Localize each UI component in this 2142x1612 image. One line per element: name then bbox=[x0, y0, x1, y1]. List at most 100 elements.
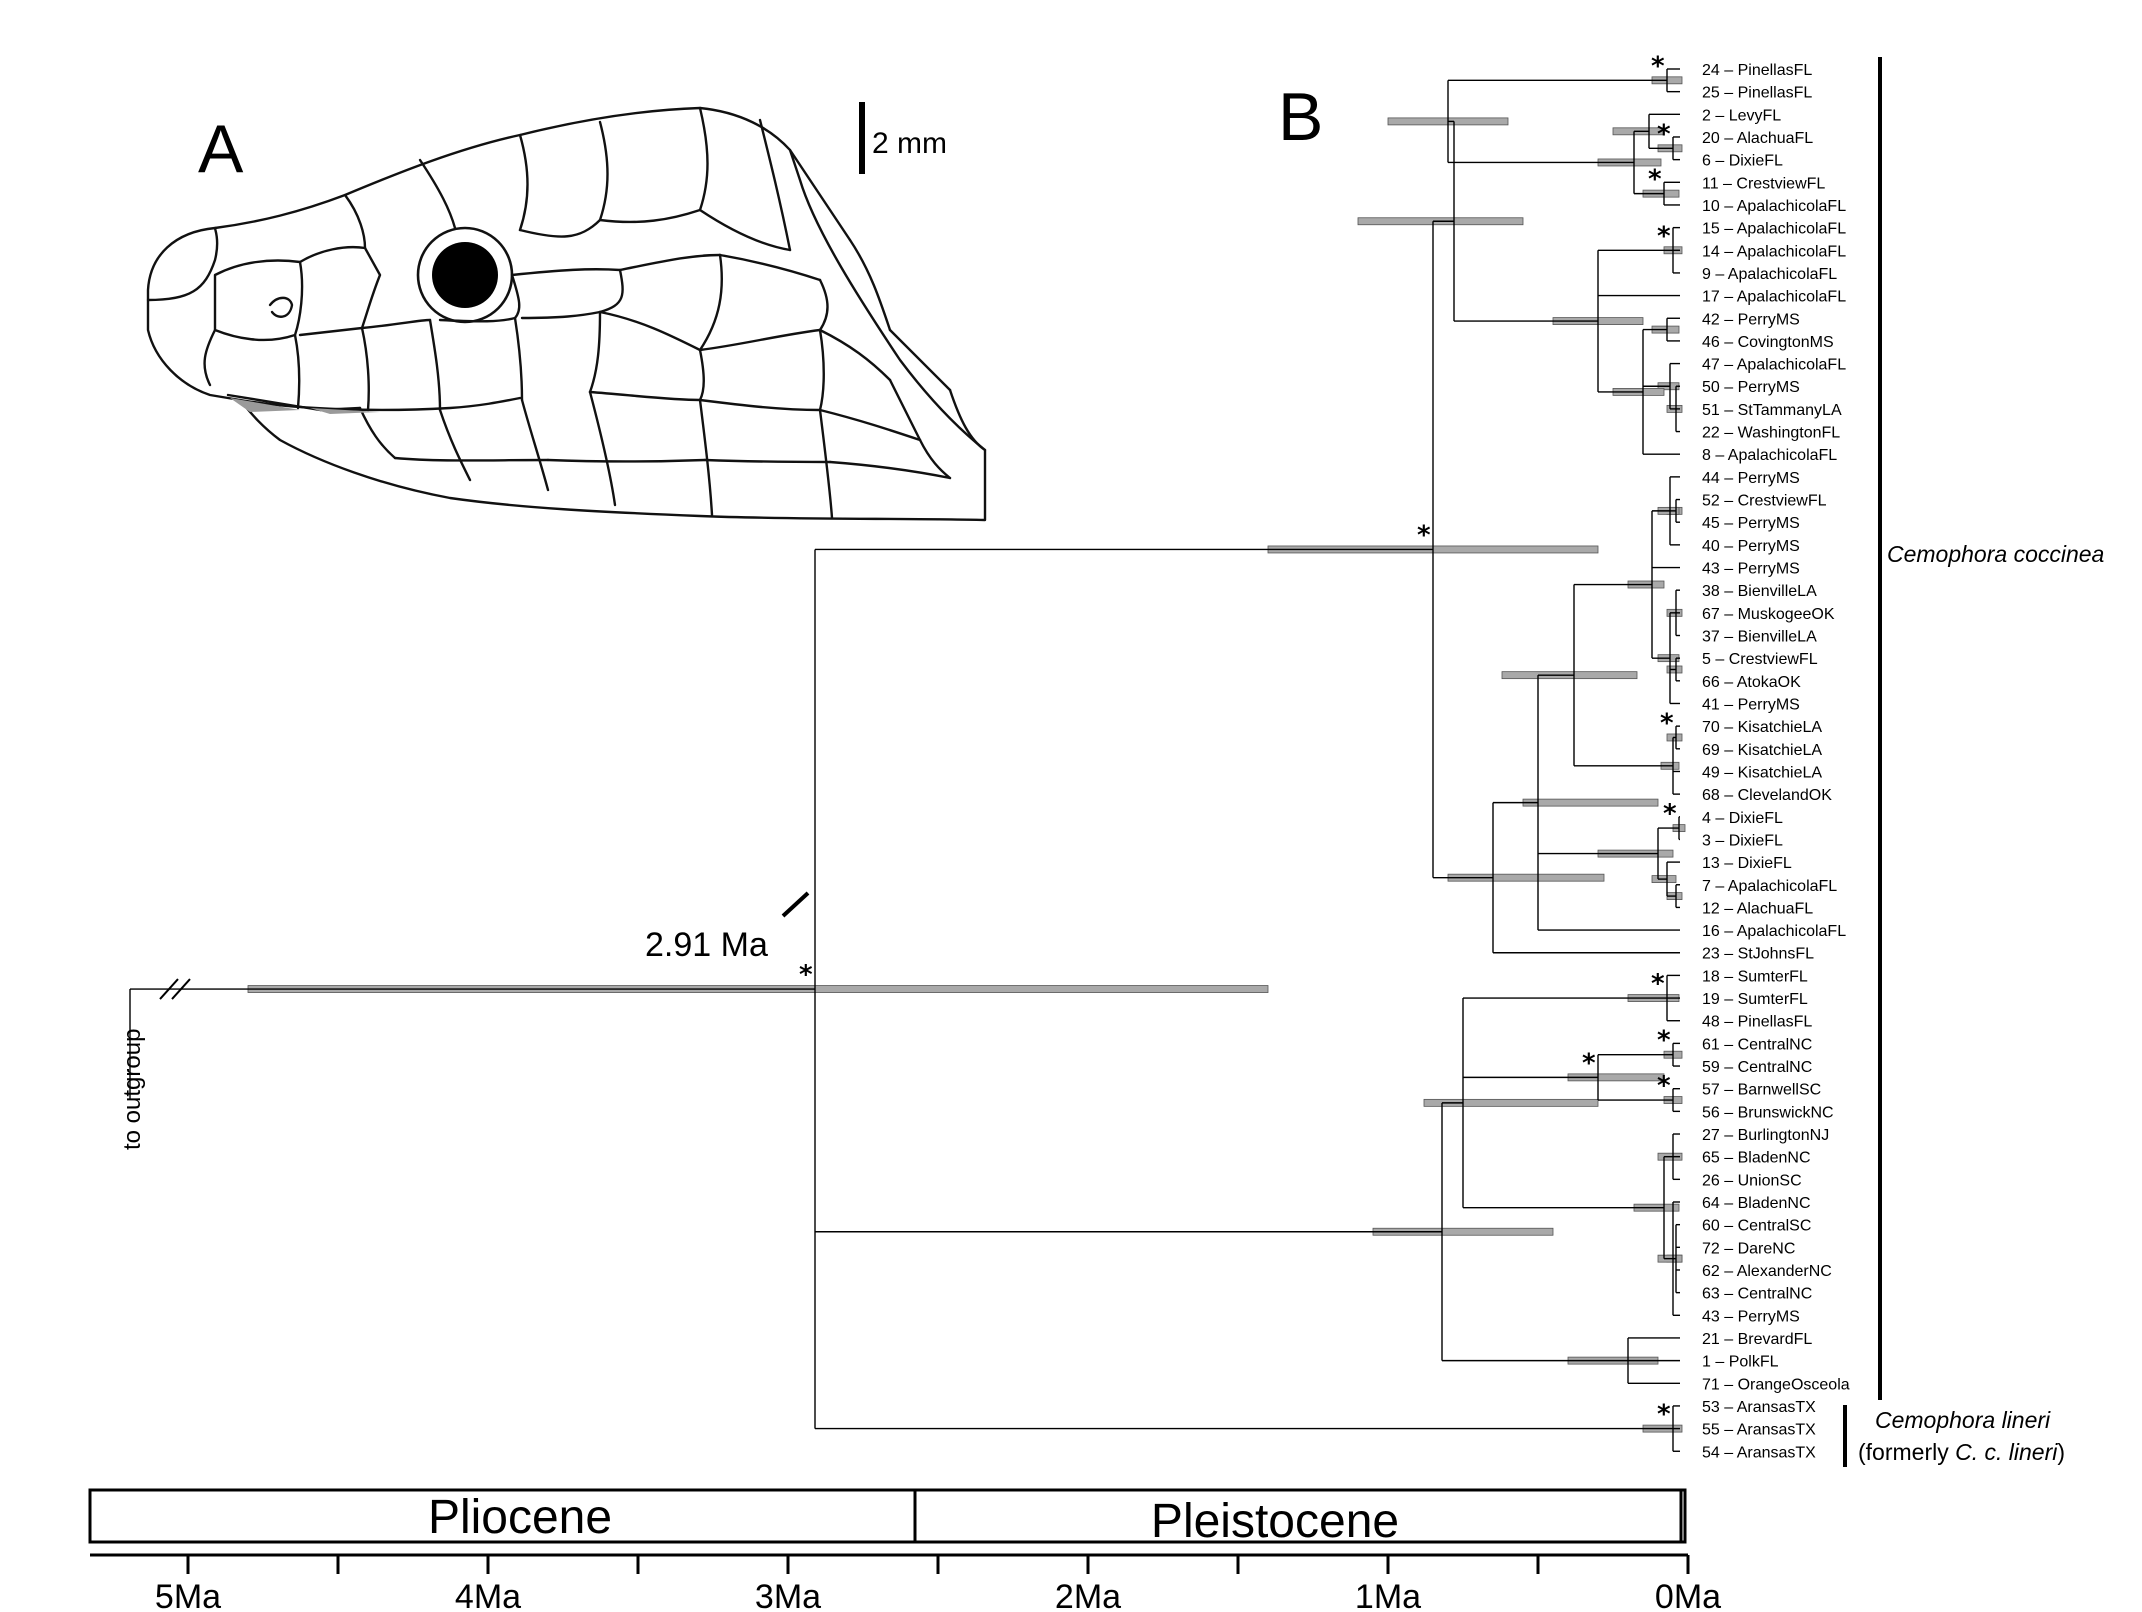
tip-label: 60 – CentralSC bbox=[1702, 1218, 1811, 1235]
tip-label: 5 – CrestviewFL bbox=[1702, 651, 1818, 668]
support-star: * bbox=[1657, 1400, 1671, 1430]
tip-label: 68 – ClevelandOK bbox=[1702, 787, 1832, 804]
axis-break-mark bbox=[171, 978, 191, 1000]
tip-label: 55 – AransasTX bbox=[1702, 1422, 1816, 1439]
tip-label: 67 – MuskogeeOK bbox=[1702, 606, 1835, 623]
timescale-box bbox=[88, 1488, 1687, 1544]
tip-label: 56 – BrunswickNC bbox=[1702, 1104, 1834, 1121]
tip-label: 61 – CentralNC bbox=[1702, 1036, 1812, 1053]
tip-label: 43 – PerryMS bbox=[1702, 1308, 1800, 1325]
axis-tick-label: 0Ma bbox=[1655, 1578, 1721, 1612]
tip-label: 44 – PerryMS bbox=[1702, 470, 1800, 487]
axis-tick-label: 4Ma bbox=[455, 1578, 521, 1612]
tip-label: 52 – CrestviewFL bbox=[1702, 493, 1827, 510]
snake-head-illustration: A 2 mm bbox=[146, 102, 987, 522]
lineri-label: Cemophora lineri bbox=[1875, 1407, 2051, 1433]
support-star: * bbox=[1651, 969, 1665, 999]
tip-label: 11 – CrestviewFL bbox=[1702, 175, 1825, 192]
tip-label: 12 – AlachuaFL bbox=[1702, 900, 1813, 917]
tip-label: 14 – ApalachicolaFL bbox=[1702, 243, 1846, 260]
tip-label: 64 – BladenNC bbox=[1702, 1195, 1811, 1212]
support-star: * bbox=[1660, 708, 1674, 738]
tip-label: 70 – KisatchieLA bbox=[1702, 719, 1822, 736]
support-star: * bbox=[1657, 1026, 1671, 1056]
tip-label: 51 – StTammanyLA bbox=[1702, 402, 1842, 419]
tip-label: 54 – AransasTX bbox=[1702, 1444, 1816, 1461]
tree-branches bbox=[129, 68, 1680, 1452]
tip-label: 8 – ApalachicolaFL bbox=[1702, 447, 1837, 464]
tip-label: 25 – PinellasFL bbox=[1702, 85, 1812, 102]
mouth-lining bbox=[230, 398, 300, 412]
tip-label: 26 – UnionSC bbox=[1702, 1172, 1802, 1189]
tip-label: 15 – ApalachicolaFL bbox=[1702, 221, 1846, 238]
tip-label: 1 – PolkFL bbox=[1702, 1354, 1779, 1371]
tip-label: 40 – PerryMS bbox=[1702, 538, 1800, 555]
tip-label: 57 – BarnwellSC bbox=[1702, 1082, 1821, 1099]
panel-a-label: A bbox=[198, 111, 244, 187]
lineri-former-prefix: (formerly bbox=[1858, 1439, 1955, 1465]
tip-label: 16 – ApalachicolaFL bbox=[1702, 923, 1846, 940]
tip-label: 3 – DixieFL bbox=[1702, 832, 1783, 849]
mouth-lining-2 bbox=[310, 408, 380, 414]
tip-label: 71 – OrangeOsceola bbox=[1702, 1376, 1850, 1393]
coccinea-label: Cemophora coccinea bbox=[1887, 541, 2104, 567]
node-age-bar bbox=[1423, 1098, 1599, 1107]
tip-label: 37 – BienvilleLA bbox=[1702, 629, 1817, 646]
tip-label: 43 – PerryMS bbox=[1702, 561, 1800, 578]
tip-label: 38 – BienvilleLA bbox=[1702, 583, 1817, 600]
panel-b-label: B bbox=[1278, 79, 1323, 155]
tip-label: 4 – DixieFL bbox=[1702, 810, 1783, 827]
axis-break-mark bbox=[159, 978, 179, 1000]
support-star: * bbox=[1657, 1071, 1671, 1101]
tip-label: 27 – BurlingtonNJ bbox=[1702, 1127, 1829, 1144]
tip-label: 9 – ApalachicolaFL bbox=[1702, 266, 1837, 283]
tip-label: 53 – AransasTX bbox=[1702, 1399, 1816, 1416]
root-age-label: 2.91 Ma bbox=[645, 926, 768, 964]
epoch-pliocene: Pliocene bbox=[428, 1491, 612, 1544]
outgroup-label: to outgroup bbox=[119, 1029, 146, 1150]
tip-label: 23 – StJohnsFL bbox=[1702, 946, 1814, 963]
tip-label: 62 – AlexanderNC bbox=[1702, 1263, 1832, 1280]
support-star: * bbox=[1657, 119, 1671, 149]
tip-label: 72 – DareNC bbox=[1702, 1240, 1795, 1257]
axis-tick-label: 5Ma bbox=[155, 1578, 221, 1612]
axis-tick-label: 1Ma bbox=[1355, 1578, 1421, 1612]
tip-label: 6 – DixieFL bbox=[1702, 153, 1783, 170]
tip-labels: 24 – PinellasFL 25 – PinellasFL 2 – LevyFL… bbox=[1702, 62, 1850, 1461]
tip-label: 46 – CovingtonMS bbox=[1702, 334, 1834, 351]
tip-label: 69 – KisatchieLA bbox=[1702, 742, 1822, 759]
support-star: * bbox=[1657, 221, 1671, 251]
head-outline bbox=[146, 106, 987, 522]
support-star: * bbox=[799, 960, 813, 990]
support-star: * bbox=[1663, 799, 1677, 829]
tip-label: 17 – ApalachicolaFL bbox=[1702, 289, 1846, 306]
tip-label: 49 – KisatchieLA bbox=[1702, 764, 1822, 781]
tip-label: 45 – PerryMS bbox=[1702, 515, 1800, 532]
tip-label: 20 – AlachuaFL bbox=[1702, 130, 1813, 147]
support-star: * bbox=[1417, 520, 1431, 550]
tip-label: 48 – PinellasFL bbox=[1702, 1014, 1812, 1031]
tip-label: 19 – SumterFL bbox=[1702, 991, 1808, 1008]
tip-label: 18 – SumterFL bbox=[1702, 968, 1808, 985]
epoch-pleistocene: Pleistocene bbox=[1151, 1495, 1399, 1548]
tip-label: 63 – CentralNC bbox=[1702, 1286, 1812, 1303]
tip-label: 59 – CentralNC bbox=[1702, 1059, 1812, 1076]
tip-label: 41 – PerryMS bbox=[1702, 696, 1800, 713]
tip-label: 66 – AtokaOK bbox=[1702, 674, 1801, 691]
tip-label: 2 – LevyFL bbox=[1702, 107, 1781, 124]
tip-label: 65 – BladenNC bbox=[1702, 1150, 1811, 1167]
lineri-former-suffix: ) bbox=[2057, 1439, 2065, 1465]
tip-label: 10 – ApalachicolaFL bbox=[1702, 198, 1846, 215]
axis-tick-label: 2Ma bbox=[1055, 1578, 1121, 1612]
tip-label: 7 – ApalachicolaFL bbox=[1702, 878, 1837, 895]
tip-label: 42 – PerryMS bbox=[1702, 311, 1800, 328]
scale-bar-label: 2 mm bbox=[872, 127, 947, 160]
node-age-bar bbox=[1522, 798, 1659, 807]
tip-label: 13 – DixieFL bbox=[1702, 855, 1792, 872]
lineri-former-name: (formerly C. c. lineri) bbox=[1858, 1439, 2065, 1465]
support-star: * bbox=[1582, 1048, 1596, 1078]
tip-label: 24 – PinellasFL bbox=[1702, 62, 1812, 79]
support-markers: ************* bbox=[799, 51, 1677, 1429]
tip-label: 22 – WashingtonFL bbox=[1702, 425, 1840, 442]
